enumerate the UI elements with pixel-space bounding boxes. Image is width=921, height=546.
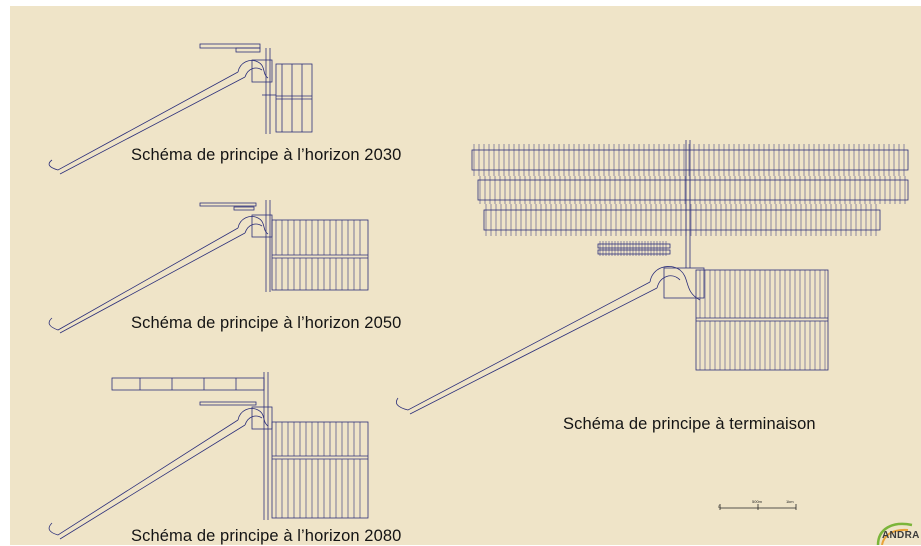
caption-2080: Schéma de principe à l’horizon 2080: [131, 527, 402, 545]
caption-terminaison: Schéma de principe à terminaison: [563, 415, 816, 433]
caption-2050: Schéma de principe à l’horizon 2050: [131, 314, 402, 332]
andra-logo-icon: [876, 522, 913, 545]
grid-2080: [275, 422, 361, 518]
logo-text: ANDRA: [882, 530, 920, 541]
andra-logo: ANDRA: [872, 517, 921, 545]
bands-terminaison: [473, 144, 906, 370]
schematic-terminaison: [395, 140, 909, 415]
scale-label-end: 1km: [786, 499, 794, 504]
schematic-2030: [48, 43, 313, 175]
schematic-2050: [48, 200, 369, 334]
grid-2050: [275, 220, 361, 290]
scale-label-zero: 0: [718, 504, 721, 509]
scale-label-mid: 500m: [752, 499, 763, 504]
schematic-2080: [48, 372, 369, 540]
slide-background: [10, 6, 921, 545]
scale-bar: [719, 504, 797, 510]
caption-2030: Schéma de principe à l’horizon 2030: [131, 146, 402, 164]
